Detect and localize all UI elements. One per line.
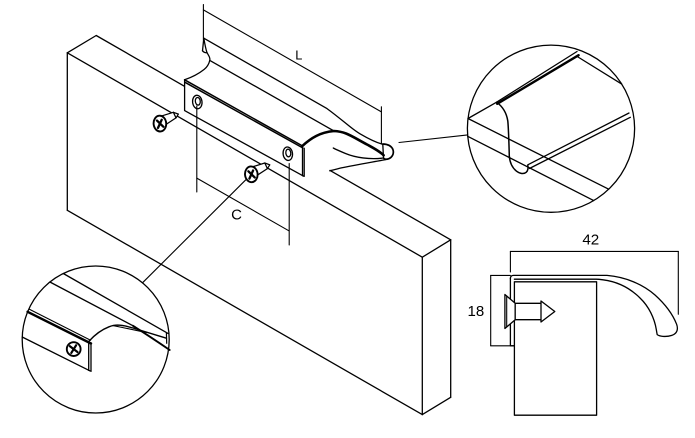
svg-text:42: 42 xyxy=(582,231,599,248)
svg-text:L: L xyxy=(295,47,302,62)
svg-text:18: 18 xyxy=(468,303,485,320)
svg-text:C: C xyxy=(231,207,242,224)
